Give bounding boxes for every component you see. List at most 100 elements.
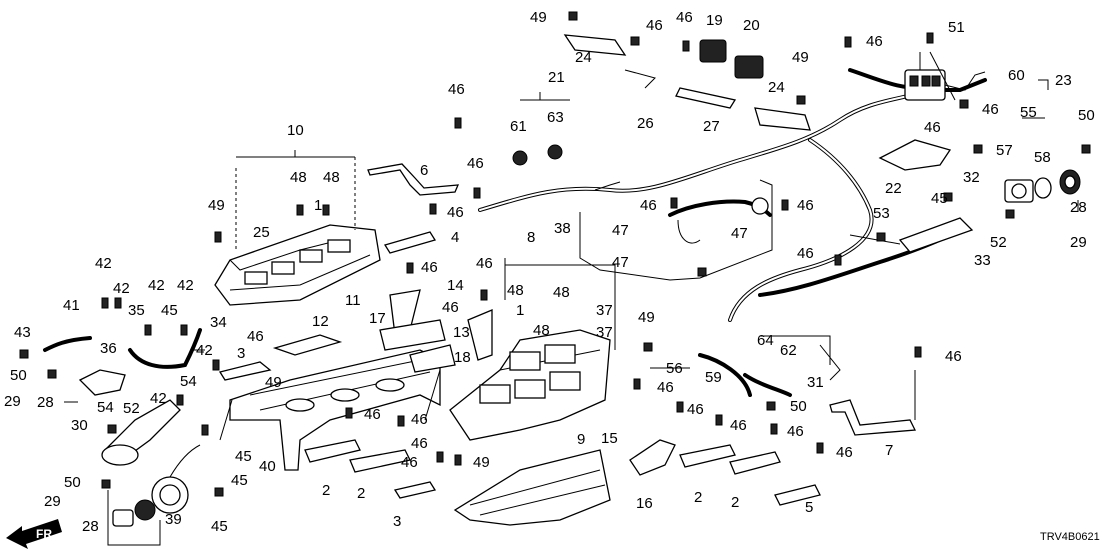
callout-46: 46 [646,17,663,34]
callout-7: 7 [885,442,893,459]
callout-48: 48 [290,169,307,186]
callout-15: 15 [601,430,618,447]
callout-29: 29 [1070,234,1087,251]
relay-19 [699,39,727,63]
callout-3: 3 [237,345,245,362]
bracket-13 [467,309,493,361]
callout-22: 22 [885,180,902,197]
callout-28: 28 [37,394,54,411]
callout-50: 50 [1078,107,1095,124]
callout-36: 36 [100,340,117,357]
callout-46: 46 [797,245,814,262]
callout-40: 40 [259,458,276,475]
callout-63: 63 [547,109,564,126]
callout-19: 19 [706,12,723,29]
callout-34: 34 [210,314,227,331]
charge-inlet-39 [151,444,201,514]
callout-46: 46 [467,155,484,172]
harness-36 [78,369,126,396]
callout-48: 48 [533,322,550,339]
bracket-2b [349,449,411,473]
callout-1: 1 [516,302,524,319]
callout-10: 10 [287,122,304,139]
callout-46: 46 [247,328,264,345]
frame-11 [219,349,441,471]
lid-28 [1059,169,1081,195]
callout-46: 46 [676,9,693,26]
callout-1: 1 [314,197,322,214]
callout-37: 37 [596,302,613,319]
callout-42: 42 [113,280,130,297]
callout-2: 2 [694,489,702,506]
charge-port-55 [1004,179,1034,203]
group-38 [579,179,773,281]
callout-45: 45 [211,518,228,535]
callout-46: 46 [401,454,418,471]
callout-23: 23 [1055,72,1072,89]
frame-9 [453,449,611,526]
callout-4: 4 [451,229,459,246]
callout-labels: 49 46 46 19 20 46 51 24 49 24 60 23 21 2… [4,9,1095,535]
seal-58 [1034,177,1052,199]
callout-2: 2 [322,482,330,499]
callout-17: 17 [369,310,386,327]
callout-2: 2 [357,485,365,502]
callout-59: 59 [705,369,722,386]
fasteners [19,11,1091,497]
callout-9: 9 [577,431,585,448]
callout-46: 46 [866,33,883,50]
callout-42: 42 [148,277,165,294]
callout-46: 46 [411,411,428,428]
callout-47: 47 [612,222,629,239]
callout-38: 38 [554,220,571,237]
bracket-15-16 [629,439,676,476]
callout-21: 21 [548,69,565,86]
callout-12: 12 [312,313,329,330]
callout-48: 48 [553,284,570,301]
callout-33: 33 [974,252,991,269]
callout-48: 48 [507,282,524,299]
ipu-assembly-8 [449,258,616,441]
callout-37: 37 [596,324,613,341]
callout-31: 31 [807,374,824,391]
callout-46: 46 [411,435,428,452]
callout-24: 24 [575,49,592,66]
callout-55: 55 [1020,104,1037,121]
callout-46: 46 [730,417,747,434]
callout-46: 46 [687,401,704,418]
callout-60: 60 [1008,67,1025,84]
callout-46: 46 [442,299,459,316]
callout-42: 42 [196,342,213,359]
callout-25: 25 [253,224,270,241]
callout-49: 49 [473,454,490,471]
front-direction-arrow: FR. [6,519,62,549]
callout-49: 49 [530,9,547,26]
callout-39: 39 [165,511,182,528]
callout-6: 6 [420,162,428,179]
bracket-3a [218,361,272,381]
callout-28: 28 [82,518,99,535]
callout-47: 47 [731,225,748,242]
callout-58: 58 [1034,149,1051,166]
cable-34 [128,328,202,369]
callout-27: 27 [703,118,720,135]
callout-46: 46 [421,259,438,276]
callout-26: 26 [637,115,654,132]
callout-28: 28 [1070,199,1087,216]
callout-49: 49 [265,374,282,391]
callout-46: 46 [364,406,381,423]
callout-43: 43 [14,324,31,341]
bracket-6 [367,163,460,196]
callout-46: 46 [924,119,941,136]
callout-61: 61 [510,118,527,135]
callout-46: 46 [447,204,464,221]
callout-49: 49 [792,49,809,66]
callout-29: 29 [4,393,21,410]
callout-57: 57 [996,142,1013,159]
callout-16: 16 [636,495,653,512]
sensor-61 [512,150,528,166]
bracket-27 [675,87,737,109]
callout-11: 11 [345,292,361,309]
callout-56: 56 [666,360,683,377]
plate-12 [272,334,343,356]
